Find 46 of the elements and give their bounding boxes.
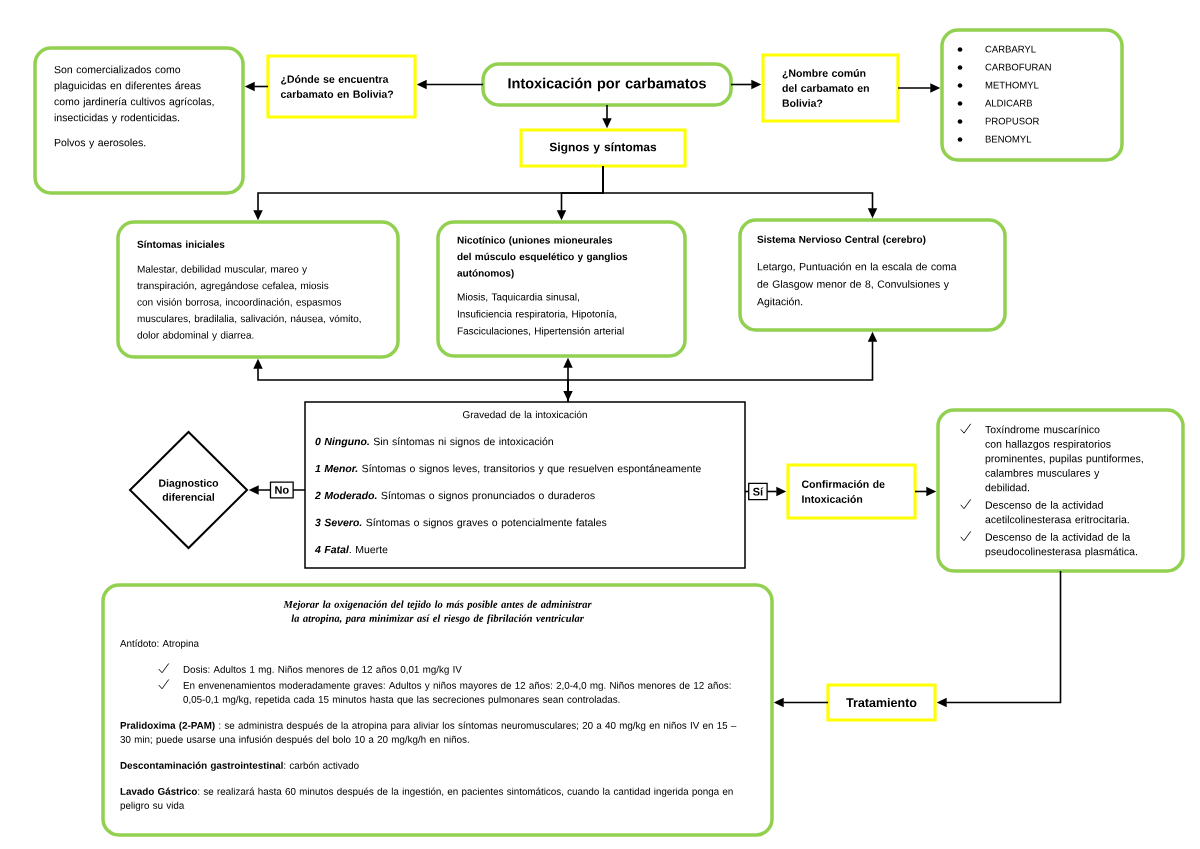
info-box	[304, 401, 746, 569]
box-heading: Síntomas iniciales	[137, 240, 225, 248]
list-item: Descenso de la actividad de la pseudocolinesterasa plasmática.	[985, 533, 1137, 558]
box-text: Son comercializados como plaguicidas en diferentes áreas como jardinería cultivos agrícolas, insecticidas y rodenticidas.	[54, 65, 214, 124]
rounded-box	[33, 46, 245, 195]
list-item: CARBARYL	[985, 45, 1036, 53]
box-text: Descontaminación gastrointestinal: carbón activado	[120, 761, 359, 771]
box-heading: Gravedad de la intoxicación	[462, 410, 587, 419]
box-text: Miosis, Taquicardia sinusal, Insuficiencia respiratoria, Hipotonía, Fasciculaciones, Hipertensión arterial	[457, 293, 624, 337]
box-text: Lavado Gástrico: se realizará hasta 60 minutos después de la ingestión, en pacientes sintomáticos, cuando la cantidad ingerida ponga en peligro su vida	[120, 787, 733, 811]
list-item: 3 Severo. Síntomas o signos graves o potencialmente fatales	[315, 518, 607, 529]
list-item: BENOMYL	[985, 135, 1032, 143]
rounded-box	[940, 28, 1124, 162]
process-box: Signos y síntomas	[519, 128, 687, 168]
list-item: Toxíndrome muscarínico con hallazgos respiratorios prominentes, pupilas puntiformes, calambres musculares y debilidad.	[985, 425, 1143, 492]
box-heading: Nicotínico (uniones mioneurales del músculo esquelético y ganglios autónomos)	[457, 236, 628, 279]
rounded-box	[738, 218, 1007, 332]
box-text: Malestar, debilidad muscular, mareo y transpiración, agregándose cefalea, miosis con visión borrosa, incoordinación, espasmos musculares, bradilalia, salivación, náusea, vómito, dolor abdominal y diarrea.	[137, 265, 361, 341]
process-box: ¿Dónde se encuentra carbamato en Bolivia?	[266, 54, 417, 119]
list-item: ALDICARB	[985, 99, 1032, 107]
rounded-box	[436, 220, 687, 358]
list-item: PROPUSOR	[985, 117, 1039, 125]
rounded-box	[101, 583, 774, 837]
edge-label: Sí	[748, 482, 768, 501]
list-item: 4 Fatal. Muerte	[314, 545, 388, 554]
list-item: CARBOFURAN	[985, 63, 1051, 71]
list-item: 2 Moderado. Síntomas o signos pronunciados o duraderos	[314, 491, 595, 502]
box-text: Polvos y aerosoles.	[54, 138, 146, 149]
edge-label: No	[269, 481, 294, 499]
list-item: Descenso de la actividad acetilcolinesterasa eritrocitaria.	[985, 501, 1129, 524]
list-item: 0 Ninguno. Sin síntomas ni signos de intoxicación	[315, 437, 553, 448]
process-box: Tratamiento	[826, 683, 937, 722]
process-box: Confirmación de Intoxicación	[786, 463, 917, 520]
rounded-box	[116, 220, 400, 359]
rounded-box	[936, 408, 1185, 573]
box-heading: Sistema Nervioso Central (cerebro)	[757, 235, 926, 245]
note-text: Mejorar la oxigenación del tejido lo más posible antes de administrar la atropina, para minimizar así el riesgo de fibrilación ventricular	[283, 600, 592, 624]
box-text: Letargo, Puntuación en la escala de coma de Glasgow menor de 8, Convulsiones y Agitación.	[757, 262, 957, 308]
rounded-box: Intoxicación por carbamatos	[481, 62, 733, 107]
box-text: Antídoto: Atropina	[120, 639, 199, 649]
box-text: Pralidoxima (2-PAM) : se administra después de la atropina para aliviar los síntomas neuromusculares; 20 a 40 mg/kg en niños IV en 15 – 30 min; puede usarse una infusión después del bolo 10 a 20 mg/kg/h en niños.	[120, 721, 737, 745]
list-item: En envenenamientos moderadamente graves: Adultos y niños mayores de 12 años: 2,0-4,0 mg. Niños menores de 12 años: 0,05-0,1 mg/kg, repetida cada 15 minutos hasta que las secreciones pulmonares sean controladas.	[183, 681, 731, 705]
list-item: METHOMYL	[985, 81, 1039, 89]
process-box: ¿Nombre común del carbamato en Bolivia?	[761, 53, 900, 123]
list-item: Dosis: Adultos 1 mg. Niños menores de 12 años 0,01 mg/kg IV	[183, 665, 462, 675]
list-item: 1 Menor. Síntomas o signos leves, transitorios y que resuelven espontáneamente	[315, 464, 701, 475]
